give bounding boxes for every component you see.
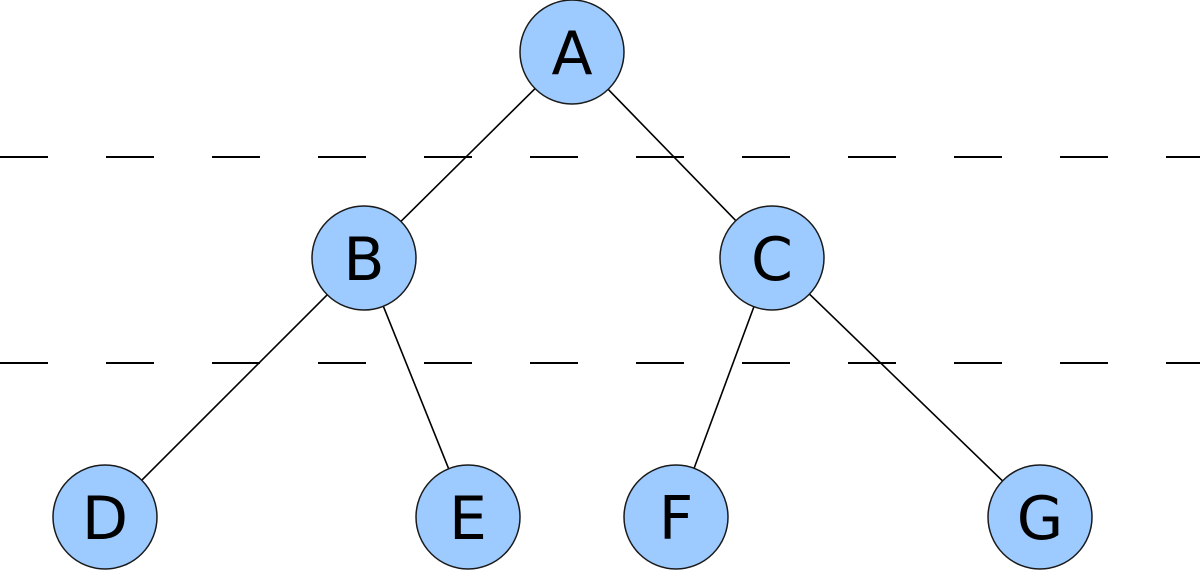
edge-c-f	[692, 304, 756, 471]
tree-node-e: E	[415, 464, 521, 570]
tree-node-a: A	[519, 0, 625, 105]
node-label: B	[343, 225, 384, 295]
level-dividers	[0, 156, 1200, 364]
tree-node-f: F	[623, 464, 729, 570]
tree-node-b: B	[311, 205, 417, 311]
node-circle	[52, 464, 158, 570]
node-label: A	[551, 19, 592, 89]
node-circle	[719, 205, 825, 311]
tree-node-g: G	[987, 464, 1093, 570]
node-circle	[623, 464, 729, 570]
edge-a-b	[398, 86, 538, 224]
node-circle	[415, 464, 521, 570]
node-label: D	[82, 484, 128, 554]
node-circle	[519, 0, 625, 105]
node-circle	[311, 205, 417, 311]
tree-node-d: D	[52, 464, 158, 570]
node-label: E	[449, 484, 487, 554]
edge-b-e	[381, 304, 451, 471]
node-label: G	[1017, 484, 1064, 554]
edge-b-d	[139, 292, 330, 483]
node-circle	[987, 464, 1093, 570]
node-label: F	[659, 484, 694, 554]
node-label: C	[751, 225, 793, 295]
tree-edges	[139, 86, 1005, 483]
tree-nodes: A B C D E F G	[52, 0, 1093, 570]
tree-node-c: C	[719, 205, 825, 311]
edge-c-g	[807, 292, 1005, 483]
edge-a-c	[606, 87, 738, 223]
